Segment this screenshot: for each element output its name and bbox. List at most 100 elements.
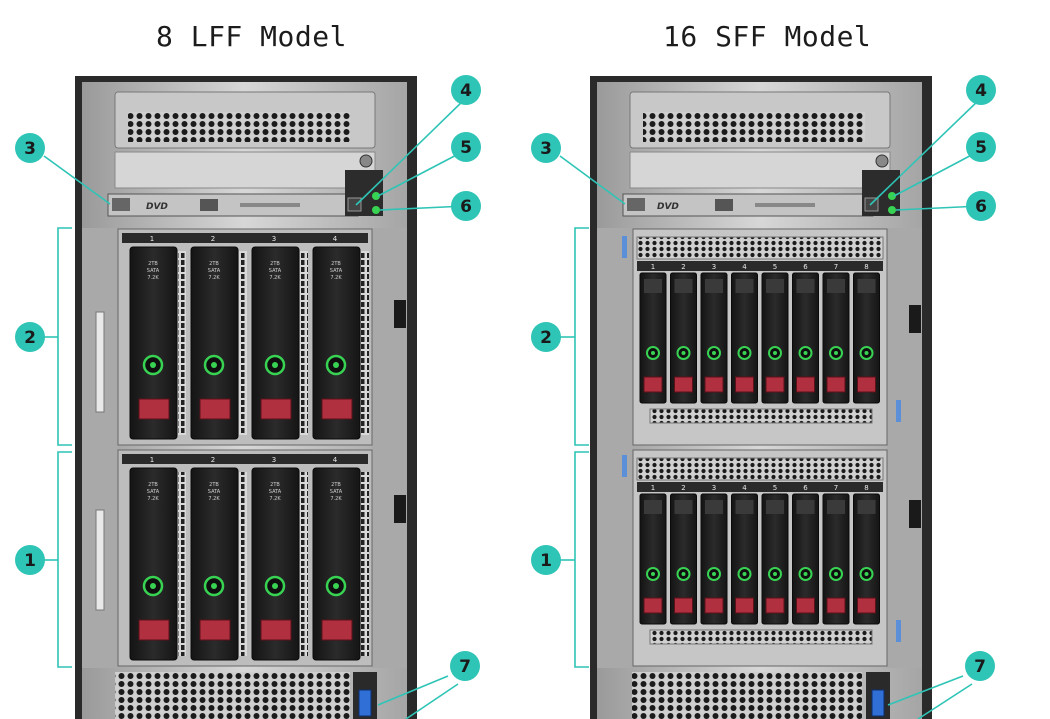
sff-drive-release-button[interactable] — [765, 376, 785, 393]
sff-drive[interactable] — [639, 272, 667, 404]
lff-drive-release-button[interactable] — [199, 398, 231, 420]
sff-bay-number: 6 — [803, 263, 808, 271]
lff-bay-number: 4 — [333, 235, 338, 243]
lff-bay-number: 2 — [211, 456, 215, 464]
lff-model-title: 8 LFF Model — [156, 20, 347, 53]
sff-drive[interactable] — [700, 493, 728, 625]
lff-drive-label: SATA — [269, 489, 282, 495]
sff-drive-release-button[interactable] — [826, 597, 846, 614]
lff-drive-label: 7.2K — [147, 496, 159, 502]
lff-bottom-vent — [115, 672, 350, 719]
sff-callout-7: 7 — [965, 651, 995, 681]
sff-top-vent — [643, 112, 865, 142]
sff-usb-port[interactable] — [866, 672, 890, 719]
lff-optical-eject-button[interactable] — [112, 198, 130, 211]
sff-cage-bottom-vent — [649, 629, 873, 645]
lff-drive-release-button[interactable] — [138, 619, 170, 641]
lff-drive-release-button[interactable] — [199, 619, 231, 641]
sff-optical-drive[interactable]: DVD — [622, 193, 874, 217]
sff-drive-release-button[interactable] — [735, 597, 754, 614]
lff-drive-label: SATA — [208, 489, 221, 495]
sff-drive[interactable] — [670, 272, 697, 404]
svg-text:6: 6 — [975, 197, 987, 217]
sff-drive-release-button[interactable] — [674, 376, 693, 393]
lff-callouts: 1 2 3 4 5 6 7 — [15, 75, 481, 681]
lff-drive-label: 2TB — [270, 261, 280, 267]
sff-drive-release-button[interactable] — [704, 376, 724, 393]
sff-drive[interactable] — [700, 272, 728, 404]
lff-bay-number: 3 — [272, 235, 276, 243]
sff-drive-release-button[interactable] — [857, 597, 876, 614]
sff-drive-release-button[interactable] — [765, 597, 785, 614]
sff-callout-4: 4 — [966, 75, 996, 105]
lff-drive-label: 2TB — [209, 482, 219, 488]
svg-text:2: 2 — [24, 328, 36, 348]
sff-callout-1: 1 — [531, 545, 561, 575]
lff-drive-label: 7.2K — [208, 496, 220, 502]
sff-drive-release-button[interactable] — [643, 597, 663, 614]
sff-nic-led — [888, 206, 896, 214]
lff-drive-label: SATA — [269, 268, 282, 274]
svg-text:1: 1 — [24, 551, 36, 571]
sff-callout-5: 5 — [966, 132, 996, 162]
sff-optical-eject-button[interactable] — [627, 198, 645, 211]
sff-drive[interactable] — [670, 493, 697, 625]
sff-drive[interactable] — [822, 493, 850, 625]
sff-bay-number: 2 — [681, 263, 685, 271]
sff-model-title: 16 SFF Model — [663, 20, 872, 53]
sff-drive[interactable] — [792, 493, 819, 625]
sff-drive[interactable] — [639, 493, 667, 625]
sff-cage-top-vent — [636, 236, 884, 260]
lff-drive-label: SATA — [147, 489, 160, 495]
lff-drive-release-button[interactable] — [321, 398, 353, 420]
sff-drive-release-button[interactable] — [674, 597, 693, 614]
lff-drive-release-button[interactable] — [260, 619, 292, 641]
sff-drive-release-button[interactable] — [796, 597, 815, 614]
sff-drive[interactable] — [731, 272, 758, 404]
sff-drive[interactable] — [731, 493, 758, 625]
sff-drive[interactable] — [853, 272, 880, 404]
lff-drive-release-button[interactable] — [260, 398, 292, 420]
sff-drive-release-button[interactable] — [826, 376, 846, 393]
lff-callout-4: 4 — [451, 75, 481, 105]
lff-drive-label: 2TB — [270, 482, 280, 488]
svg-text:4: 4 — [975, 81, 987, 101]
lff-drive-label: 7.2K — [330, 275, 342, 281]
sff-bay-number: 1 — [651, 484, 655, 492]
lff-drive-release-button[interactable] — [138, 398, 170, 420]
sff-drive-release-button[interactable] — [643, 376, 663, 393]
lff-drive-label: 7.2K — [330, 496, 342, 502]
sff-bay-number: 4 — [742, 484, 747, 492]
sff-cage-bottom-vent — [649, 408, 873, 424]
lff-callout-6: 6 — [451, 191, 481, 221]
lff-drive-release-button[interactable] — [321, 619, 353, 641]
sff-health-led — [888, 192, 896, 200]
sff-bottom-vent — [632, 672, 862, 719]
sff-drive[interactable] — [853, 493, 880, 625]
sff-drive-release-button[interactable] — [796, 376, 815, 393]
sff-bay-number: 7 — [834, 263, 838, 271]
lff-callout-3: 3 — [15, 133, 45, 163]
sff-drive-release-button[interactable] — [704, 597, 724, 614]
lff-usb-port[interactable] — [353, 672, 377, 719]
lff-drive-label: 2TB — [209, 261, 219, 267]
sff-drive-release-button[interactable] — [857, 376, 876, 393]
sff-bay-number: 1 — [651, 263, 655, 271]
sff-drive[interactable] — [822, 272, 850, 404]
sff-callouts: 1 2 3 4 5 6 7 — [531, 75, 996, 681]
sff-drive-release-button[interactable] — [735, 376, 754, 393]
sff-drive[interactable] — [761, 493, 789, 625]
lff-power-button[interactable] — [347, 197, 362, 212]
sff-drive[interactable] — [761, 272, 789, 404]
lff-optical-drive[interactable]: DVD — [107, 193, 359, 217]
sff-drive[interactable] — [792, 272, 819, 404]
